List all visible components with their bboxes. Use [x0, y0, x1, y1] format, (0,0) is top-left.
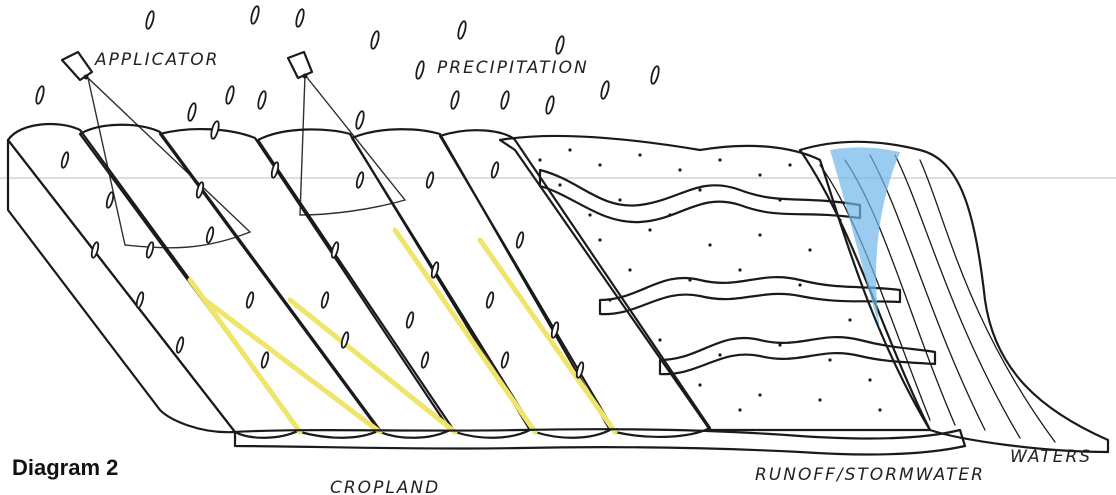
raindrop-icon [250, 6, 260, 25]
raindrop-icon [210, 121, 220, 140]
raindrop-icon [187, 103, 197, 122]
crop-strip-6 [440, 130, 710, 437]
runoff-label: RUNOFF/STORMWATER [755, 465, 985, 485]
raindrop-icon [457, 21, 467, 40]
raindrop-icon [35, 86, 45, 105]
raindrop-icon [225, 86, 235, 105]
raindrop-icon [370, 31, 380, 50]
applicator-nozzle-1 [62, 52, 92, 80]
raindrop-icon [600, 81, 610, 100]
waters-label: WATERS [1010, 447, 1092, 467]
raindrop-icon [545, 96, 555, 115]
spray-nozzle-icon [288, 52, 312, 78]
raindrop-icon [257, 91, 267, 110]
raindrop-icon [500, 91, 510, 110]
raindrop-icon [555, 36, 565, 55]
waters [800, 142, 1108, 452]
cropland-strips [8, 124, 710, 438]
precipitation-label: PRECIPITATION [437, 58, 589, 78]
diagram-caption: Diagram 2 [12, 455, 118, 480]
raindrop-icon [355, 111, 365, 130]
applicator-label: APPLICATOR [94, 50, 219, 70]
raindrop-icon [145, 11, 155, 30]
crop-strip-1 [8, 124, 300, 438]
applicator-sprays [88, 75, 405, 248]
cropland-label: CROPLAND [330, 478, 440, 495]
raindrop-icon [415, 61, 425, 80]
raindrop-icon [450, 91, 460, 110]
crop-strip-2 [80, 125, 380, 438]
crop-strip-4 [258, 129, 530, 437]
crop-strip-5 [352, 129, 610, 438]
raindrop-icon [650, 66, 660, 85]
spray-cone-2 [300, 75, 405, 215]
applicator-nozzle-2 [288, 52, 312, 79]
raindrop-icon [295, 9, 305, 28]
